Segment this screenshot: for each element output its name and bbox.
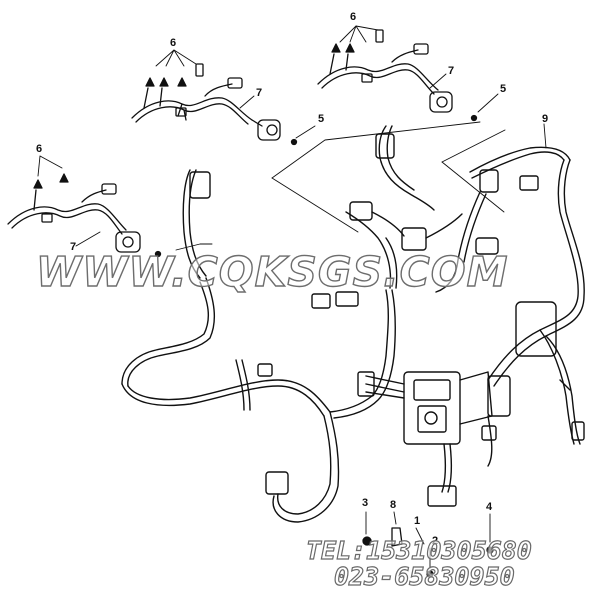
website-watermark: WWW.CQKSGS.COM bbox=[35, 247, 509, 296]
callout-8: 8 bbox=[390, 499, 396, 511]
main-engine-harness bbox=[121, 125, 585, 523]
callout-5a: 5 bbox=[318, 113, 324, 125]
leader-lines bbox=[175, 121, 506, 251]
callout-6a: 6 bbox=[170, 37, 176, 49]
callout-3: 3 bbox=[362, 497, 368, 509]
callout-6b: 6 bbox=[350, 11, 356, 23]
phone-watermark: 023-65830950 bbox=[333, 561, 515, 591]
telephone-watermark: TEL:15310305680 bbox=[305, 535, 532, 565]
sensor-subharness-left bbox=[7, 173, 162, 258]
callout-2: 2 bbox=[432, 535, 438, 547]
callout-4: 4 bbox=[486, 501, 493, 513]
callout-7a: 7 bbox=[256, 87, 262, 99]
callout-numbers: 6 6 6 7 7 7 5 5 9 3 8 1 2 4 bbox=[36, 11, 548, 547]
callout-6c: 6 bbox=[36, 143, 42, 155]
sensor-subharness-topright bbox=[317, 29, 478, 122]
fasteners bbox=[362, 527, 494, 578]
callout-arrows bbox=[37, 25, 547, 569]
callout-7b: 7 bbox=[448, 65, 454, 77]
callout-5b: 5 bbox=[500, 83, 506, 95]
sensor-subharness-topleft bbox=[131, 63, 298, 146]
callout-1: 1 bbox=[414, 515, 420, 527]
callout-7c: 7 bbox=[70, 241, 76, 253]
callout-9: 9 bbox=[542, 113, 548, 125]
